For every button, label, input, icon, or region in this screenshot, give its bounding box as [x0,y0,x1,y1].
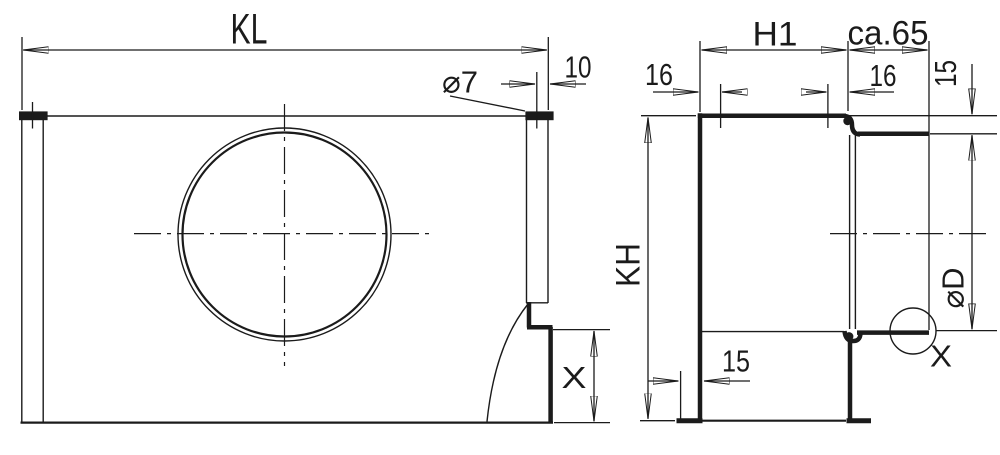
front-view [19,104,554,424]
side-view [676,113,986,424]
side-view-dimensions: KH H1 ca.65 16 16 15 ⌀D 15 X [610,15,997,422]
side-bottom-curl-bead [844,332,854,341]
step15-label: 15 [928,60,963,87]
offset10-label: 10 [565,50,592,85]
foot15-label: 15 [722,344,750,379]
kh-dimension-label: KH [610,243,648,287]
x-dimension-label: X [562,360,587,395]
detail-x-label: X [930,339,952,374]
inset16-left-label: 16 [645,57,673,92]
front-transition-curve [486,303,529,422]
rod-end-left [19,111,48,121]
kl-dimension-label: KL [231,6,268,54]
h1-dimension-label: H1 [753,16,798,54]
rod-diameter-leader [449,95,526,112]
rod-diameter-label: ⌀7 [442,65,478,100]
rod-end-right [525,111,554,121]
ca65-dimension-label: ca.65 [848,15,929,53]
side-top-curl-bead [843,116,852,126]
front-view-dimensions: KL 10 ⌀7 X [21,6,610,424]
tube-diameter-label: ⌀D [936,268,971,309]
inset16-right-label: 16 [870,58,897,93]
